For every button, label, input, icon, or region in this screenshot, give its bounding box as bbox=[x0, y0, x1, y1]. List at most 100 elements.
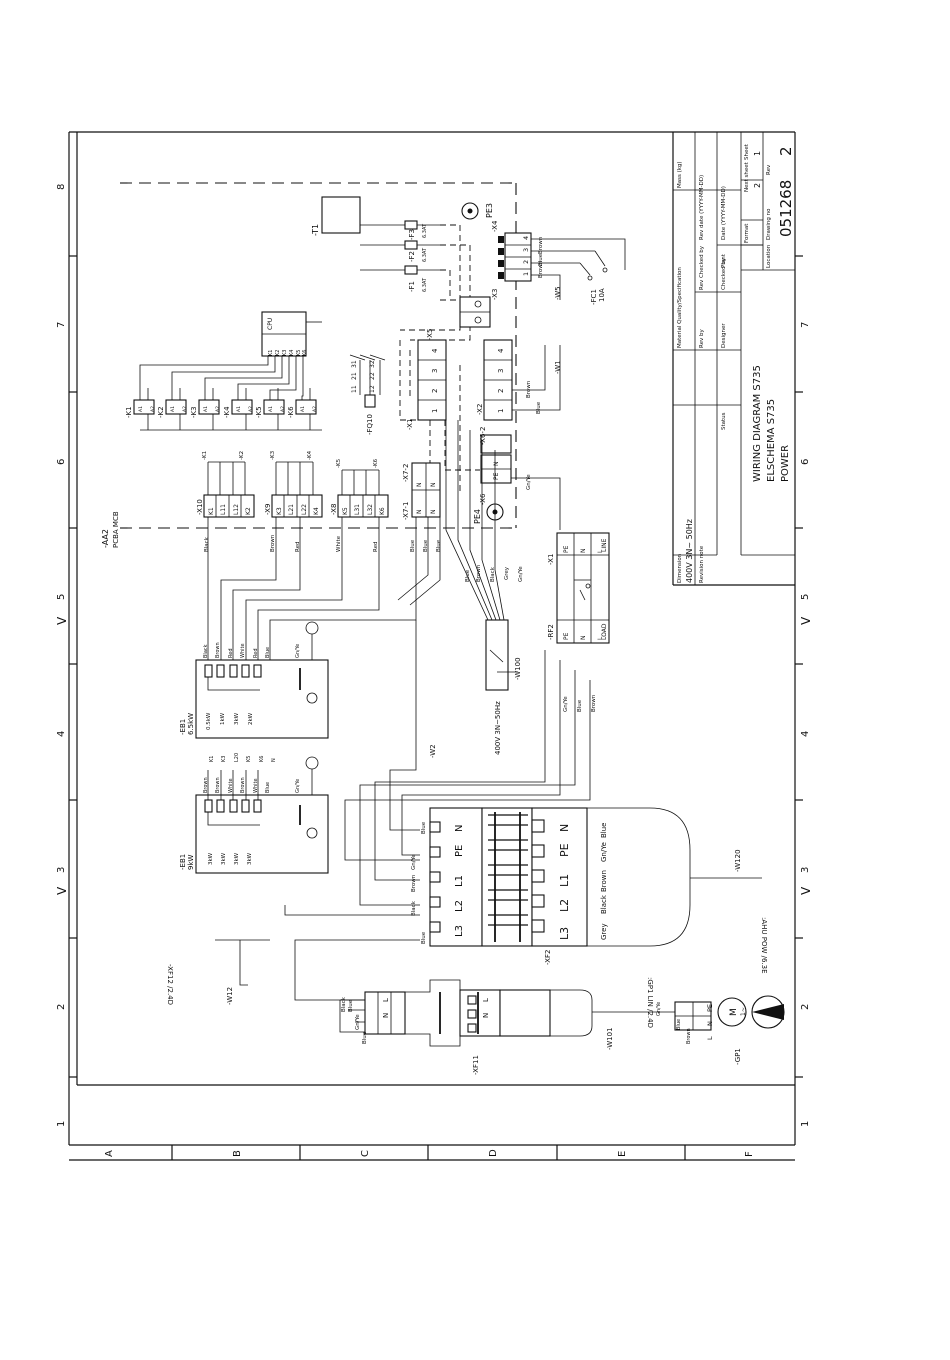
x1-pins: 1 2 3 4 bbox=[431, 348, 439, 413]
x7-1-label: -X7-1 bbox=[402, 502, 410, 520]
xf12-ref: -XF12 /2.4D bbox=[166, 964, 174, 1005]
motor-phase: 1~ bbox=[740, 1007, 747, 1016]
revision-number: 2 bbox=[777, 146, 795, 156]
w12-label: -W12 bbox=[226, 987, 234, 1005]
relay-k1 bbox=[133, 388, 155, 430]
relay-pin: A2 bbox=[280, 406, 286, 412]
col-label: 6 bbox=[800, 459, 811, 465]
transformer-t1 bbox=[321, 196, 361, 234]
col-label: 7 bbox=[800, 322, 811, 328]
eb1a-wire-labels: Black Brown Red White Red Blue Gn/Ye bbox=[203, 642, 301, 658]
relay-labels: -K1 -K2 -K3 -K4 -K5 -K6 bbox=[125, 406, 295, 418]
x2-pin: 1 bbox=[497, 409, 505, 413]
row-label: A bbox=[104, 1150, 115, 1157]
w1-wiring bbox=[512, 345, 561, 411]
wire-label: Black bbox=[490, 566, 496, 582]
relay-pin: A1 bbox=[138, 406, 144, 412]
line-label: LINE bbox=[601, 538, 608, 552]
drawing-title-3: POWER bbox=[780, 445, 791, 482]
x6-terminal bbox=[480, 434, 512, 484]
wire-label: Black bbox=[411, 900, 417, 916]
f2-label: -F2 bbox=[408, 251, 416, 262]
pe3-label: PE3 bbox=[485, 203, 494, 218]
dimension-value: 400V 3N~ 50Hz bbox=[685, 519, 694, 583]
row-labels: A B C D E F bbox=[104, 1149, 755, 1157]
relay-k5 bbox=[263, 388, 285, 430]
gp1-pin: N bbox=[706, 1021, 714, 1026]
x8-pin: L32 bbox=[367, 504, 374, 515]
contact-label: -K4 bbox=[307, 450, 313, 460]
wire-label: Blue bbox=[465, 569, 471, 582]
sheet-label: Sheet bbox=[744, 143, 750, 160]
rev-label: Rev bbox=[766, 164, 772, 175]
xf2-wire-labels-right: Blue Gn/Ye Brown Black Grey bbox=[600, 823, 608, 941]
x7-2-label: -X7-2 bbox=[402, 464, 410, 482]
x7-pin: N bbox=[416, 510, 423, 515]
x9-pin: L22 bbox=[301, 504, 308, 515]
w12-cable bbox=[239, 940, 248, 986]
fq10-pin: 32 bbox=[369, 360, 376, 368]
wire-label: Brown bbox=[215, 777, 221, 793]
xf2-pin: L3 bbox=[454, 925, 465, 937]
gp1-pin: L bbox=[706, 1036, 714, 1040]
drawing-title-2: ELSCHEMA S735 bbox=[766, 399, 777, 482]
x2-label: -X2 bbox=[476, 404, 484, 415]
drawing-number: 051268 bbox=[777, 180, 795, 237]
x9-pin: K4 bbox=[313, 507, 320, 515]
x10-pin: L12 bbox=[233, 504, 240, 515]
fuse-f1 bbox=[404, 265, 418, 275]
x10-pin: K2 bbox=[245, 507, 252, 515]
pe4-label: PE4 bbox=[473, 509, 482, 524]
x10-pin: L11 bbox=[220, 504, 227, 515]
rf2-pin: N bbox=[580, 549, 587, 554]
wire-label: Blue bbox=[577, 699, 583, 712]
material-label: Material Quality/Specification bbox=[677, 267, 683, 348]
w5-wiring bbox=[531, 238, 626, 300]
wire-label: Brown bbox=[476, 564, 482, 582]
cpu-out: K2 bbox=[275, 350, 281, 356]
x2-pin: 2 bbox=[497, 389, 505, 393]
eb1b-terminal-labels: K1 K3 L20 K5 K6 N bbox=[209, 753, 277, 762]
gp1-pin: PE bbox=[706, 1004, 714, 1012]
x1-pin: 3 bbox=[431, 369, 439, 373]
rf2-pin: N bbox=[580, 636, 587, 641]
rev-checked-label: Rev Checked by bbox=[699, 245, 705, 290]
row-label: E bbox=[617, 1151, 628, 1157]
dimension-label: Dimension bbox=[677, 553, 683, 583]
cpu-out: K6 bbox=[302, 350, 308, 356]
wire-label: Red bbox=[373, 542, 379, 552]
element-rating: 3kW bbox=[247, 852, 253, 865]
col-label: 4 bbox=[800, 731, 811, 737]
relay-pin: A2 bbox=[215, 406, 221, 412]
relay-label: -K6 bbox=[287, 406, 295, 418]
heater-terminal: K6 bbox=[259, 756, 265, 762]
xf2-label: -XF2 bbox=[544, 950, 552, 965]
relay-pin: A2 bbox=[150, 406, 156, 412]
column-labels-left: 1 2 3 4 5 6 7 8 V V bbox=[55, 184, 69, 1127]
wire-label: Blue bbox=[410, 539, 416, 552]
x9-pins: K3 L21 L22 K4 bbox=[276, 504, 320, 515]
x8-pins: K5 L31 L32 K6 bbox=[342, 504, 386, 515]
rf2-pin: L bbox=[597, 549, 604, 553]
element-rating: 3kW bbox=[234, 712, 240, 725]
eb1b-power: 9kW bbox=[187, 854, 195, 870]
x7-pin: N bbox=[416, 483, 423, 488]
gp1-pins: L N PE bbox=[706, 1004, 714, 1040]
contact-label: -K1 bbox=[202, 451, 208, 460]
wire-label: Brown bbox=[411, 874, 417, 892]
eb1a-label: -EB1 bbox=[179, 719, 187, 735]
xf11-pin: L bbox=[482, 998, 490, 1002]
revision-note-label: Revision note bbox=[699, 545, 705, 583]
aa2-sublabel: PCBA MCB bbox=[112, 511, 120, 548]
xf11-wires bbox=[339, 999, 365, 1033]
wire-label: Brown bbox=[270, 534, 276, 552]
wire-label: Black bbox=[600, 894, 608, 914]
f3-label: -F3 bbox=[408, 229, 416, 240]
wire-label: Brown bbox=[686, 1028, 692, 1044]
relay-pin: A1 bbox=[300, 406, 306, 412]
wire-label: Black bbox=[341, 996, 347, 1012]
row-label: F bbox=[744, 1151, 755, 1157]
x4-label: -X4 bbox=[491, 220, 499, 232]
cpu-out: K1 bbox=[268, 350, 274, 356]
col-label: 3 bbox=[800, 867, 811, 873]
